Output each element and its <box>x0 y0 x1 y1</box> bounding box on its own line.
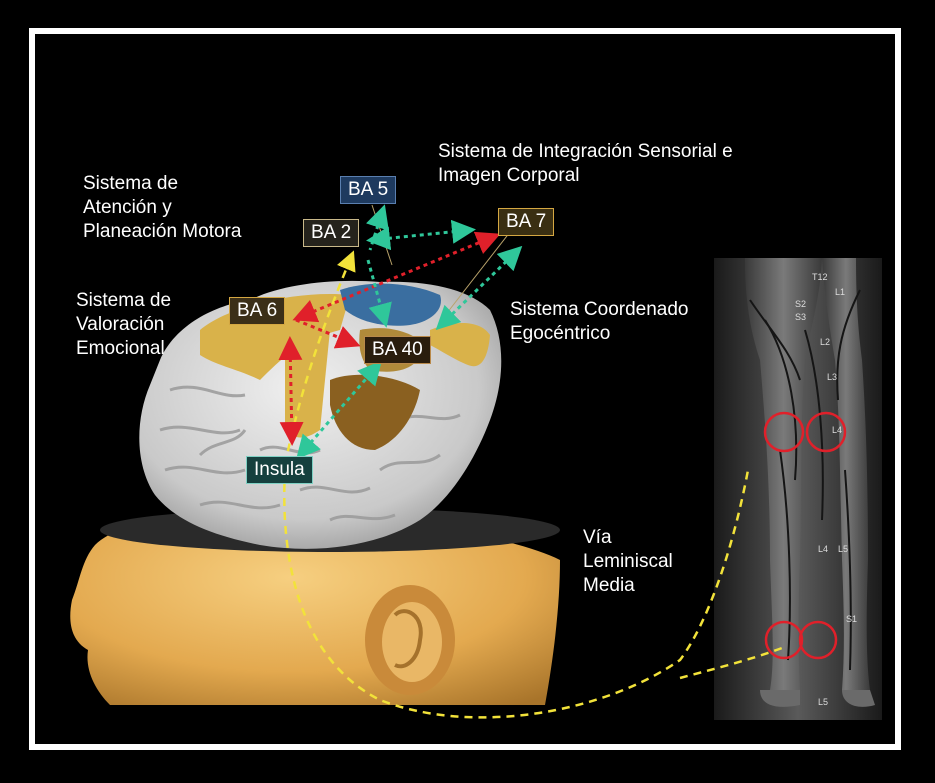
ba5-box: BA 5 <box>340 176 396 204</box>
dermatome-label: S2 <box>795 299 806 309</box>
ba2-box: BA 2 <box>303 219 359 247</box>
dermatome-label: L1 <box>835 287 845 297</box>
dermatome-label: T12 <box>812 272 828 282</box>
insula-box: Insula <box>246 456 313 484</box>
egocentric-system-label: Sistema Coordenado Egocéntrico <box>510 298 689 346</box>
dermatome-label: L5 <box>838 544 848 554</box>
dermatome-label: L3 <box>827 372 837 382</box>
attention-system-label: Sistema de Atención y Planeación Motora <box>83 172 241 244</box>
dermatome-label: L4 <box>832 425 842 435</box>
valuation-system-label: Sistema de Valoración Emocional <box>76 289 171 361</box>
ba40-box: BA 40 <box>364 336 431 364</box>
lemniscal-pathway-label: Vía Leminiscal Media <box>583 526 673 598</box>
dermatome-label: S3 <box>795 312 806 322</box>
dermatome-label: S1 <box>846 614 857 624</box>
brain-shape <box>139 281 501 549</box>
ba6-box: BA 6 <box>229 297 285 325</box>
dermatome-label: L5 <box>818 697 828 707</box>
dermatome-legs-image: T12 L1 S2 S3 L2 L3 L4 L4 L5 S1 L5 <box>714 258 882 720</box>
integration-system-label: Sistema de Integración Sensorial e Image… <box>438 140 733 188</box>
dermatome-label: L2 <box>820 337 830 347</box>
ba7-box: BA 7 <box>498 208 554 236</box>
dermatome-label: L4 <box>818 544 828 554</box>
